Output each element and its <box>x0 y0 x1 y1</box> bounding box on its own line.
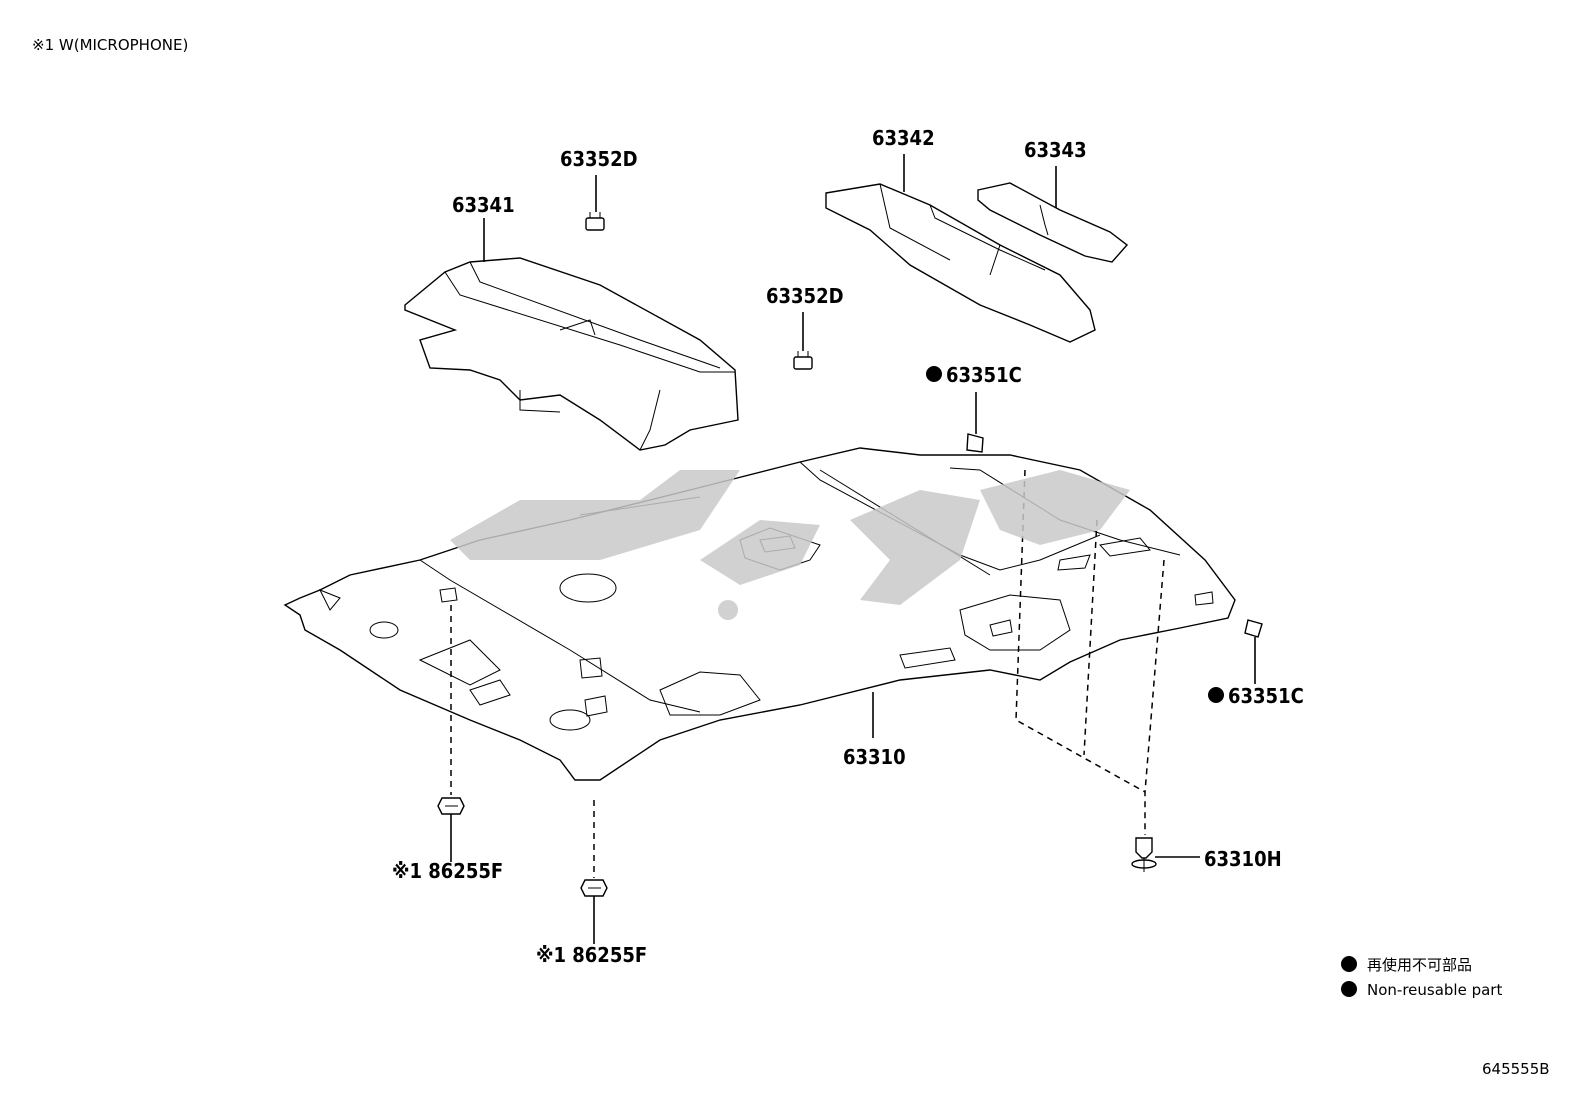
cap-63351C-right <box>1244 619 1263 638</box>
clip-86255F-left <box>437 797 465 815</box>
legend-non-reusable-jp: 再使用不可部品 <box>1367 956 1472 974</box>
callout-63310: 63310 <box>843 745 906 769</box>
clip-86255F-bottom <box>580 879 608 897</box>
part-63343-shape <box>977 182 1129 263</box>
callout-63351C-right: 63351C <box>1228 684 1304 708</box>
callout-63341: 63341 <box>452 193 515 217</box>
header-note: ※1 W(MICROPHONE) <box>32 36 188 54</box>
part-63342-shape <box>825 183 1096 343</box>
diagram-code: 645555B <box>1482 1060 1550 1078</box>
clip-63352D-top <box>585 212 605 231</box>
callout-63342: 63342 <box>872 126 935 150</box>
clip-63352D-mid <box>793 351 813 370</box>
legend-non-reusable-en: Non-reusable part <box>1367 981 1502 999</box>
non-reusable-dot-top <box>926 366 942 382</box>
callout-63352D-mid: 63352D <box>766 284 844 308</box>
callout-86255F-left: ※1 86255F <box>392 859 503 883</box>
watermark-logo <box>450 470 1130 620</box>
legend-dot-jp <box>1341 956 1357 972</box>
legend: 再使用不可部品 Non-reusable part <box>1341 956 1502 999</box>
legend-dot-en <box>1341 981 1357 997</box>
callout-63343: 63343 <box>1024 138 1087 162</box>
callout-63310H: 63310H <box>1204 847 1282 871</box>
callout-86255F-bottom: ※1 86255F <box>536 943 647 967</box>
retainer-63310H <box>1131 837 1157 872</box>
cap-63351C-top <box>966 433 984 453</box>
callout-63351C-top: 63351C <box>946 363 1022 387</box>
non-reusable-dot-right <box>1208 687 1224 703</box>
callout-63352D-top: 63352D <box>560 147 638 171</box>
part-63341-shape <box>404 257 739 451</box>
